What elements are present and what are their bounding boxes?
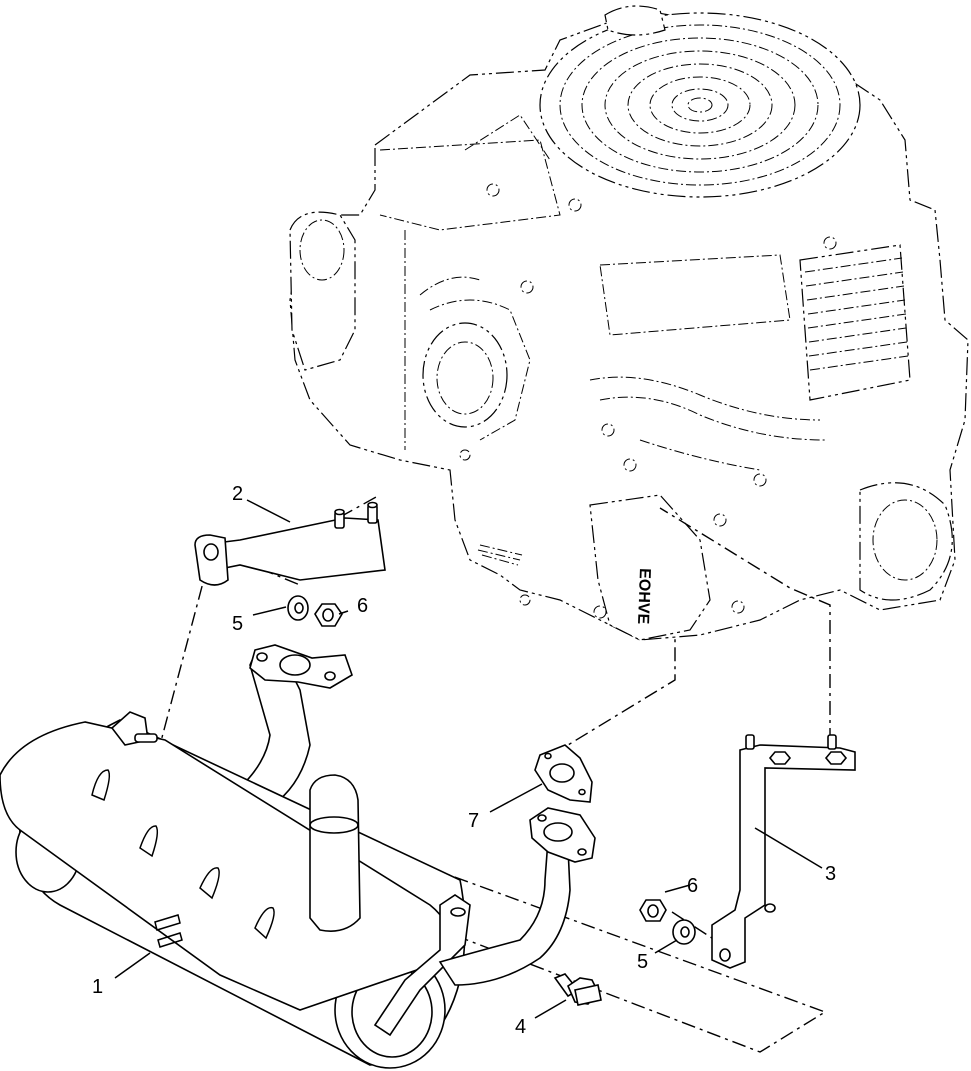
callout-1: 1 [92, 976, 103, 998]
muffler-bracket-upper [194, 501, 386, 586]
callout-5-lower: 5 [637, 951, 648, 973]
exhaust-gasket [534, 744, 593, 803]
callout-6-lower: 6 [687, 875, 698, 897]
callouts: 1 2 3 4 5 5 6 6 7 [92, 483, 836, 1038]
callout-6-upper: 6 [357, 595, 368, 617]
callout-7: 7 [468, 810, 479, 832]
callout-4: 4 [515, 1016, 526, 1038]
muffler-bracket-lower [711, 734, 856, 969]
engine-badge-text: EOHVE [634, 568, 653, 625]
oil-cooler [799, 244, 911, 401]
locknut-upper [314, 603, 343, 627]
callout-2: 2 [232, 483, 243, 505]
callout-5-upper: 5 [232, 613, 243, 635]
engine-assembly [289, 5, 969, 641]
callout-3: 3 [825, 863, 836, 885]
muffler [0, 644, 596, 1069]
washer-upper [287, 595, 309, 621]
flange-bolt [553, 973, 602, 1006]
washer-lower [672, 919, 696, 945]
locknut-lower [639, 899, 667, 922]
fan-screen [539, 12, 861, 198]
leader-lines [114, 499, 823, 1019]
